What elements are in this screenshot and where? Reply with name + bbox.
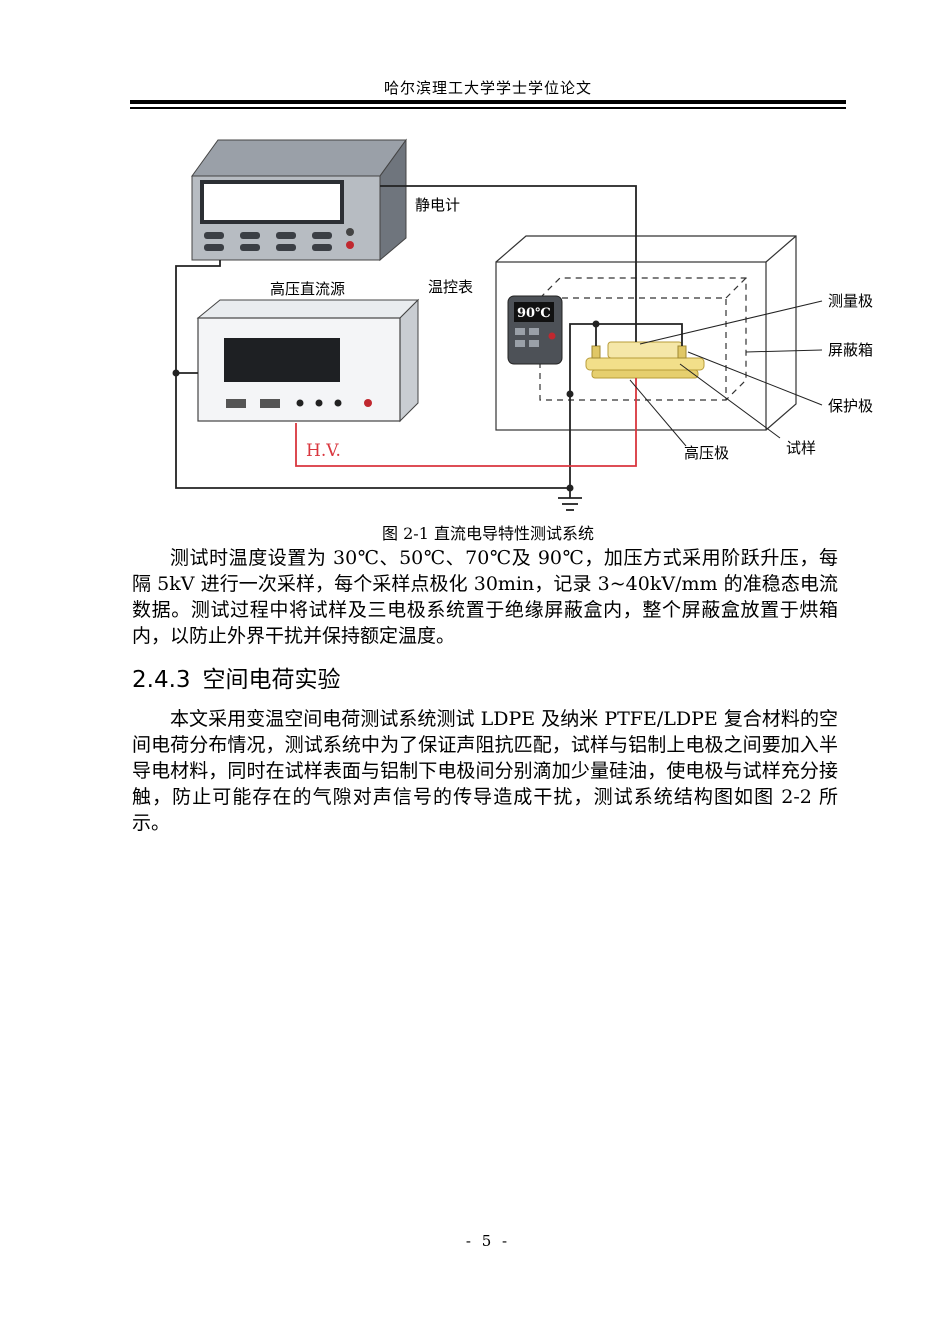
section-title: 空间电荷实验 — [202, 667, 341, 693]
label-temp-controller: 温控表 — [428, 278, 473, 296]
page-number: - 5 - — [465, 1232, 511, 1250]
temperature-controller: 90℃ — [507, 295, 563, 365]
label-electrometer: 静电计 — [415, 196, 460, 214]
electrode-assembly — [585, 341, 705, 379]
junction-dot — [566, 484, 574, 492]
junction-dot — [172, 369, 180, 377]
paragraph-space-charge: 本文采用变温空间电荷测试系统测试 LDPE 及纳米 PTFE/LDPE 复合材料… — [132, 708, 838, 834]
wiring — [175, 185, 683, 511]
junction-dot — [592, 320, 600, 328]
label-hv: H.V. — [306, 441, 341, 461]
label-specimen: 试样 — [786, 439, 816, 457]
figure-caption: 图 2-1 直流电导特性测试系统 — [382, 524, 594, 543]
page-header: 哈尔滨理工大学学士学位论文 — [383, 79, 592, 97]
label-measure-electrode: 测量极 — [828, 292, 873, 310]
electrometer-device — [191, 138, 407, 262]
header-rule-thin — [130, 107, 846, 109]
leader-lines — [629, 300, 823, 447]
paragraph-test-conditions: 测试时温度设置为 30℃、50℃、70℃及 90℃，加压方式采用阶跃升压，每隔 … — [132, 547, 838, 647]
shield-box-dashed — [539, 277, 747, 401]
temp-display-value: 90℃ — [517, 306, 551, 321]
section-number: 2.4.3 — [132, 667, 191, 693]
junction-dot — [566, 390, 574, 398]
label-hv-electrode: 高压极 — [684, 444, 729, 462]
label-hv-source: 高压直流源 — [270, 280, 345, 298]
label-shield-box: 屏蔽箱 — [828, 341, 873, 359]
dc-conductivity-test-diagram: 静电计 高压直流源 90℃ 温控表 — [172, 138, 873, 511]
header-rule-thick — [130, 100, 846, 104]
oven-box — [495, 235, 797, 431]
section-heading: 2.4.3 空间电荷实验 — [132, 660, 341, 694]
hv-wire — [295, 378, 637, 467]
hv-dc-source-device — [196, 298, 420, 423]
label-guard-electrode: 保护极 — [828, 397, 873, 415]
